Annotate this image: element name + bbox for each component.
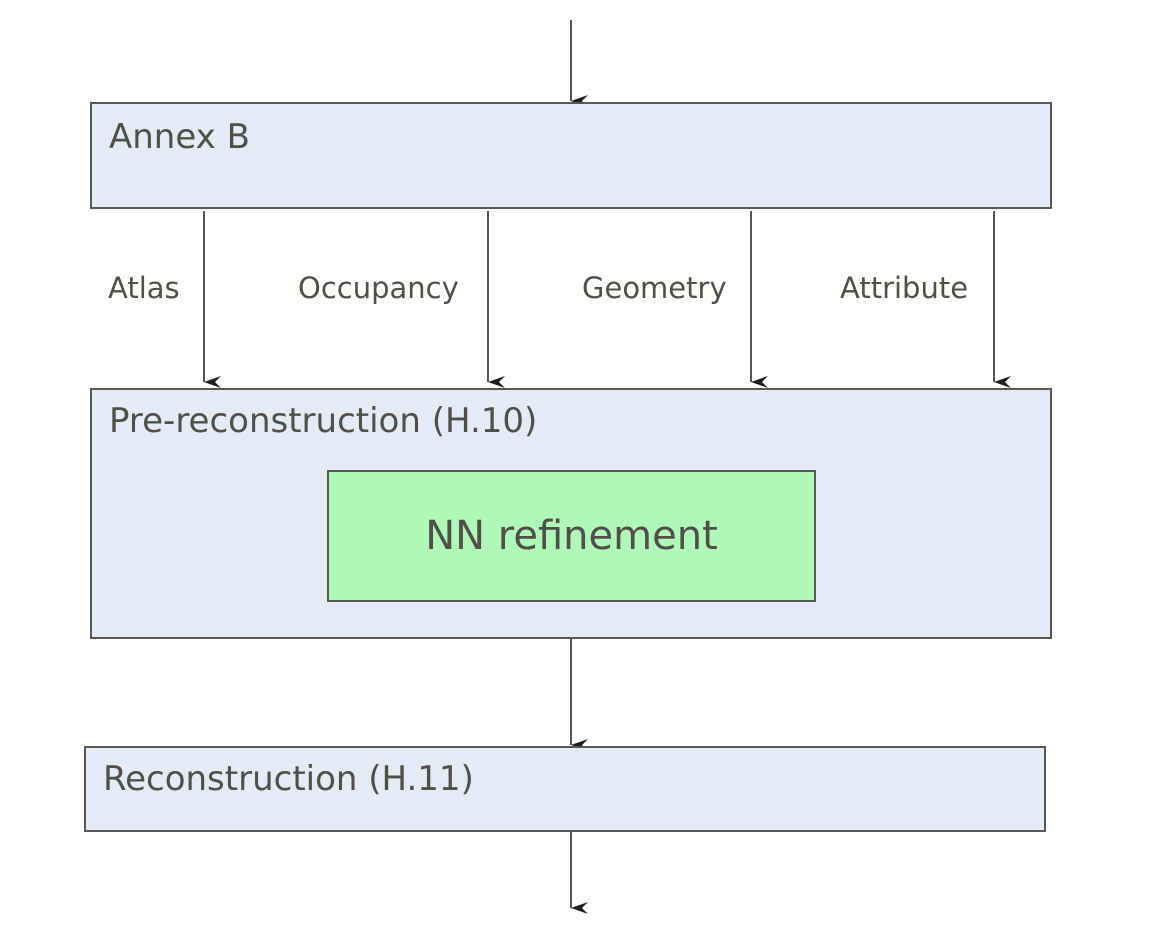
nn-refinement-label: NN refinement [425, 513, 718, 559]
nn-refinement-box: NN refinement [327, 470, 816, 602]
attribute-label: Attribute [840, 271, 969, 305]
annex-b-box: Annex B [90, 102, 1052, 209]
reconstruction-label: Reconstruction (H.11) [103, 759, 474, 799]
atlas-label: Atlas [108, 271, 180, 305]
pre-reconstruction-box: Pre-reconstruction (H.10) NN refinement [90, 388, 1052, 639]
occupancy-label: Occupancy [298, 271, 459, 305]
reconstruction-box: Reconstruction (H.11) [84, 746, 1046, 832]
pre-reconstruction-label: Pre-reconstruction (H.10) [109, 401, 538, 441]
geometry-label: Geometry [582, 271, 727, 305]
annex-b-label: Annex B [109, 117, 250, 157]
